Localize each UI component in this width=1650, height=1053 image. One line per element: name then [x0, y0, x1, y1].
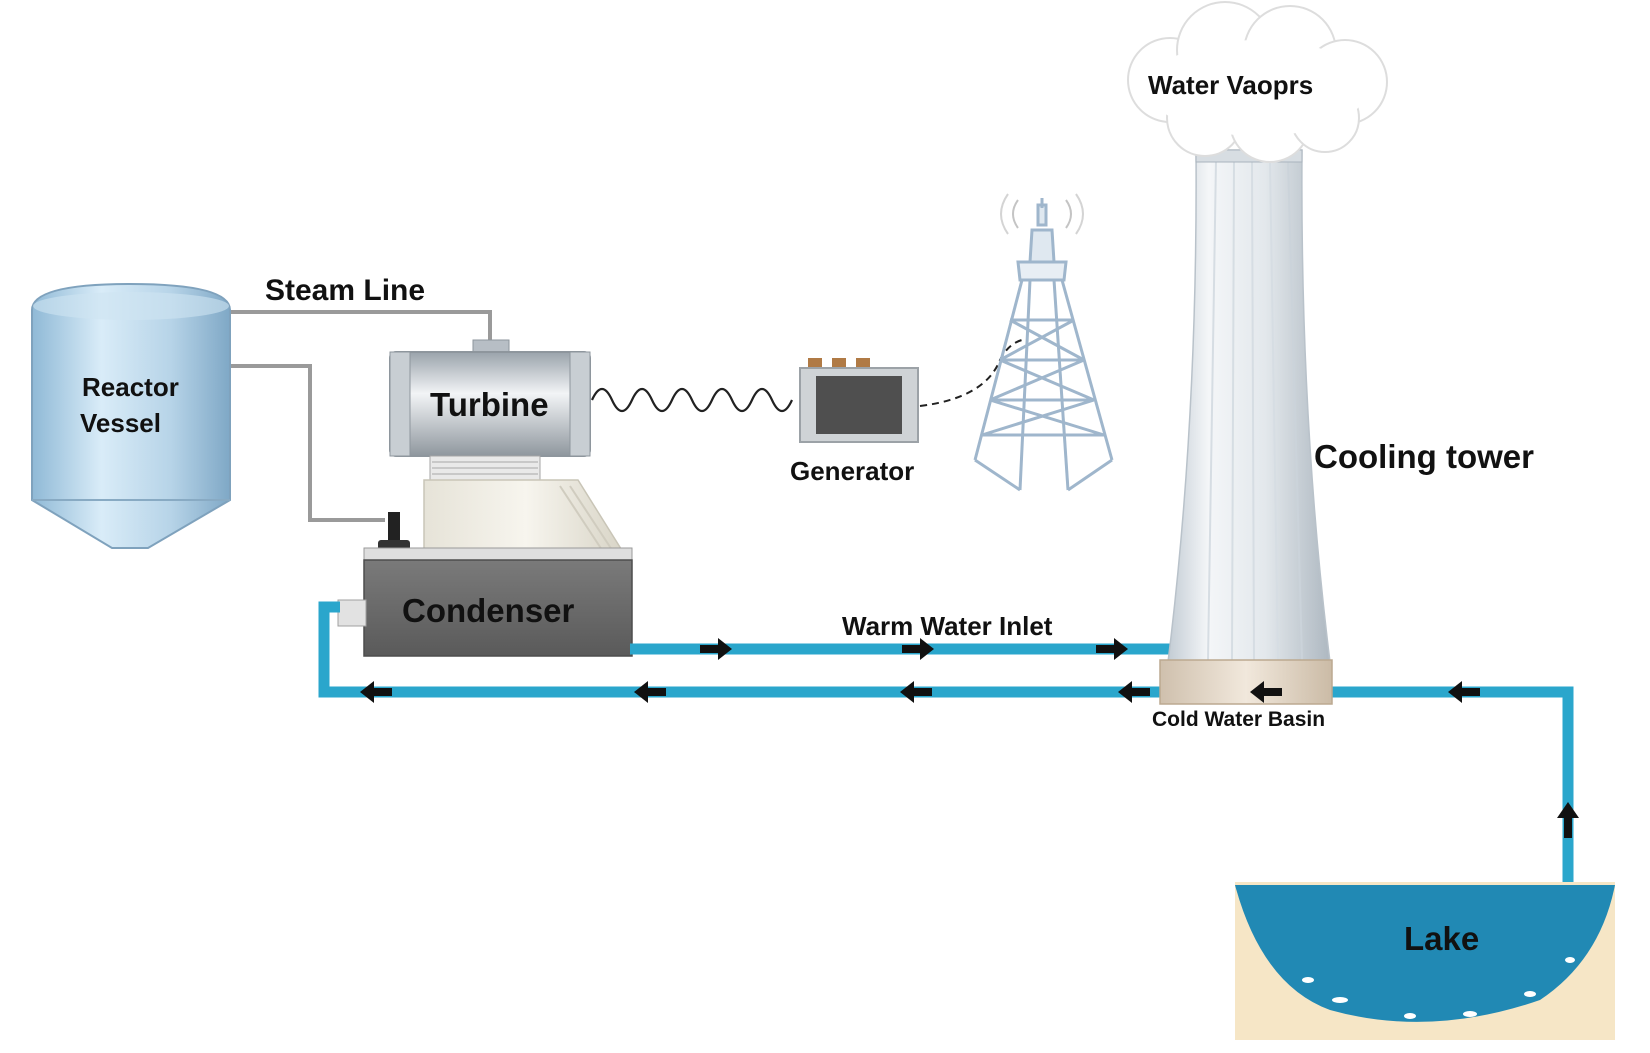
lake [1235, 882, 1615, 1040]
reactor-vessel [31, 282, 231, 549]
steam-line-pipe [230, 310, 492, 522]
generator-label: Generator [790, 456, 914, 486]
flow-arrow-left [634, 681, 666, 703]
warm-water-inlet-label: Warm Water Inlet [842, 611, 1053, 641]
reactor-vessel-label: Reactor [82, 372, 179, 402]
cooling-tower [1159, 149, 1333, 705]
transmission-line [919, 339, 1023, 407]
cooling-tower-label: Cooling tower [1314, 438, 1534, 475]
flow-arrow-left [1448, 681, 1480, 703]
transmission-tower [973, 193, 1114, 492]
generator [799, 358, 919, 443]
flow-arrow-right [700, 638, 732, 660]
flow-arrow-right [1096, 638, 1128, 660]
turbine [389, 339, 630, 561]
condenser-label: Condenser [402, 592, 575, 629]
turbine-generator-shaft [590, 387, 794, 413]
flow-arrow-right [902, 638, 934, 660]
turbine-label: Turbine [430, 386, 549, 423]
steam-line-label: Steam Line [265, 274, 425, 307]
flow-arrow-up [1557, 802, 1579, 838]
flow-arrow-left [900, 681, 932, 703]
water-vapor-cloud [1127, 1, 1388, 163]
cold-water-basin-label: Cold Water Basin [1152, 708, 1325, 731]
condenser [337, 512, 633, 657]
flow-arrow-left [1250, 681, 1282, 703]
reactor-vessel-label-line2: Vessel [80, 408, 161, 438]
lake-label: Lake [1404, 920, 1479, 957]
flow-arrow-left [360, 681, 392, 703]
flow-arrow-left [1118, 681, 1150, 703]
water-vapors-label: Water Vaoprs [1148, 70, 1313, 100]
